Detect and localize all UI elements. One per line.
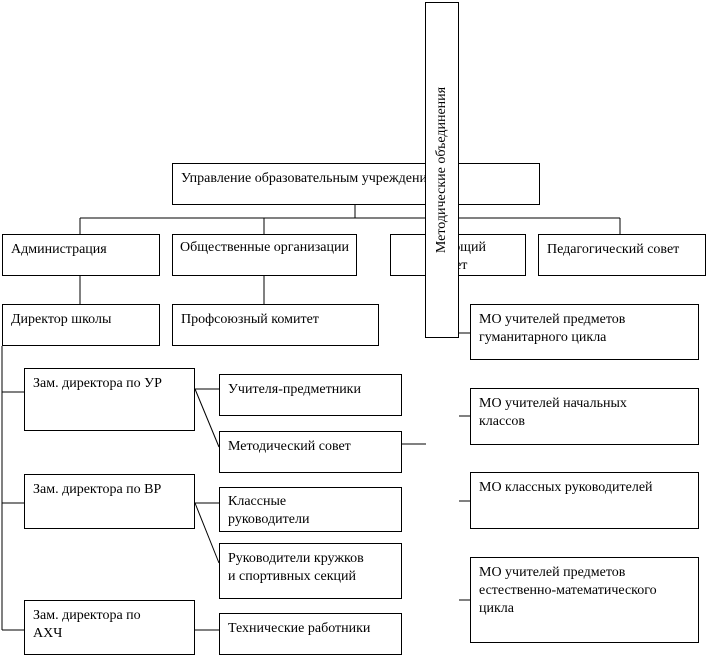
director-label: Директор школы bbox=[11, 312, 112, 327]
mo-class-label: МО классных руководителей bbox=[479, 480, 653, 495]
methodical-unions-box: Методические объединения bbox=[425, 2, 459, 338]
deputy-ur-box: Зам. директора по УР bbox=[24, 368, 195, 431]
club-leaders-label: Руководители кружков и спортивных секций bbox=[228, 551, 364, 584]
methodical-unions-label: Методические объединения bbox=[434, 86, 449, 254]
tech-workers-box: Технические работники bbox=[219, 613, 402, 655]
administration-box: Администрация bbox=[2, 234, 160, 276]
class-teachers-label: Классные руководители bbox=[228, 494, 310, 527]
mo-class-box: МО классных руководителей bbox=[470, 472, 699, 529]
club-leaders-box: Руководители кружков и спортивных секций bbox=[219, 543, 402, 599]
mo-science-label: МО учителей предметов естественно-матема… bbox=[479, 565, 657, 616]
method-council-box: Методический совет bbox=[219, 431, 402, 473]
director-box: Директор школы bbox=[2, 304, 160, 346]
trade-union-label: Профсоюзный комитет bbox=[181, 312, 319, 327]
ped-council-label: Педагогический совет bbox=[547, 242, 680, 257]
mo-science-box: МО учителей предметов естественно-матема… bbox=[470, 557, 699, 643]
mo-humanities-label: МО учителей предметов гуманитарного цикл… bbox=[479, 312, 626, 345]
tech-workers-label: Технические работники bbox=[228, 621, 371, 636]
mo-primary-label: МО учителей начальных классов bbox=[479, 396, 627, 429]
public-orgs-label: Общественные организации bbox=[180, 240, 349, 255]
deputy-vr-box: Зам. директора по ВР bbox=[24, 474, 195, 529]
subject-teachers-box: Учителя-предметники bbox=[219, 374, 402, 416]
deputy-ahch-label: Зам. директора по АХЧ bbox=[33, 608, 141, 641]
method-council-label: Методический совет bbox=[228, 439, 351, 454]
trade-union-box: Профсоюзный комитет bbox=[172, 304, 379, 346]
management-box: Управление образовательным учреждением bbox=[172, 163, 540, 205]
deputy-ur-label: Зам. директора по УР bbox=[33, 376, 162, 391]
management-label: Управление образовательным учреждением bbox=[181, 171, 443, 186]
deputy-vr-label: Зам. директора по ВР bbox=[33, 482, 162, 497]
mo-humanities-box: МО учителей предметов гуманитарного цикл… bbox=[470, 304, 699, 360]
class-teachers-box: Классные руководители bbox=[219, 487, 402, 532]
subject-teachers-label: Учителя-предметники bbox=[228, 382, 361, 397]
deputy-ahch-box: Зам. директора по АХЧ bbox=[24, 600, 195, 655]
ped-council-box: Педагогический совет bbox=[538, 234, 706, 276]
public-orgs-box: Общественные организации bbox=[172, 234, 357, 276]
mo-primary-box: МО учителей начальных классов bbox=[470, 388, 699, 445]
administration-label: Администрация bbox=[11, 242, 107, 257]
